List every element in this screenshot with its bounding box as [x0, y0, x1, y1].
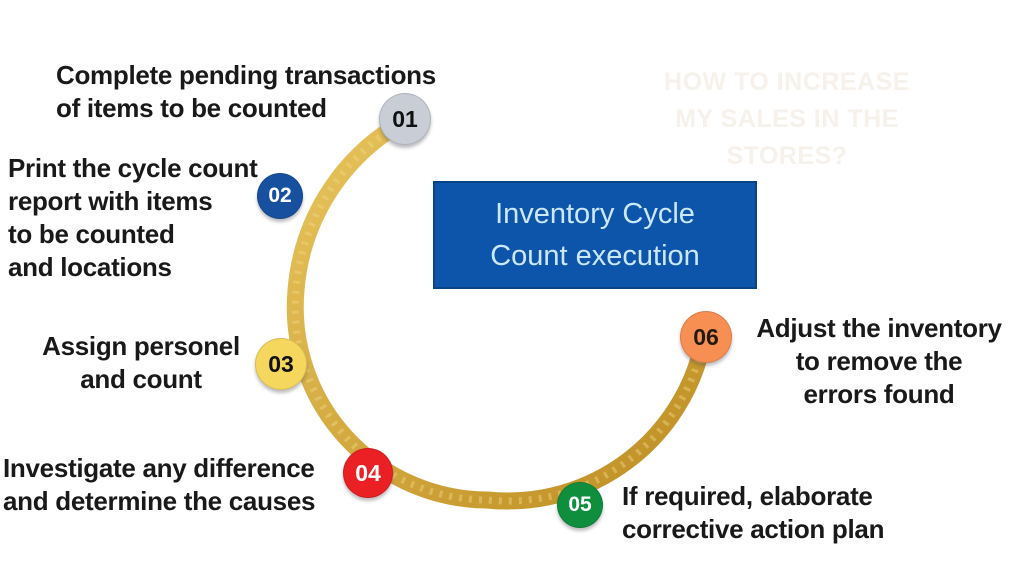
step-03-label: Assign personel and count: [42, 331, 240, 394]
title-text: Inventory Cycle Count execution: [490, 198, 700, 272]
step-01-badge: 01: [379, 93, 431, 145]
step-02-label: Print the cycle count report with items …: [8, 153, 258, 282]
step-03-badge: 03: [255, 338, 307, 390]
step-06-label: Adjust the inventory to remove the error…: [756, 313, 1002, 409]
watermark-text: HOW TO INCREASE MY SALES IN THE STORES?: [664, 68, 910, 170]
step-04-label: Investigate any difference and determine…: [3, 453, 316, 516]
step-06-badge: 06: [680, 311, 732, 363]
title-box: Inventory Cycle Count execution: [433, 181, 757, 289]
step-05-label: If required, elaborate corrective action…: [622, 481, 885, 544]
step-04-badge: 04: [343, 448, 393, 498]
step-01-label: Complete pending transactions of items t…: [56, 60, 436, 123]
step-05-badge: 05: [557, 482, 603, 528]
step-02-badge: 02: [257, 173, 303, 219]
